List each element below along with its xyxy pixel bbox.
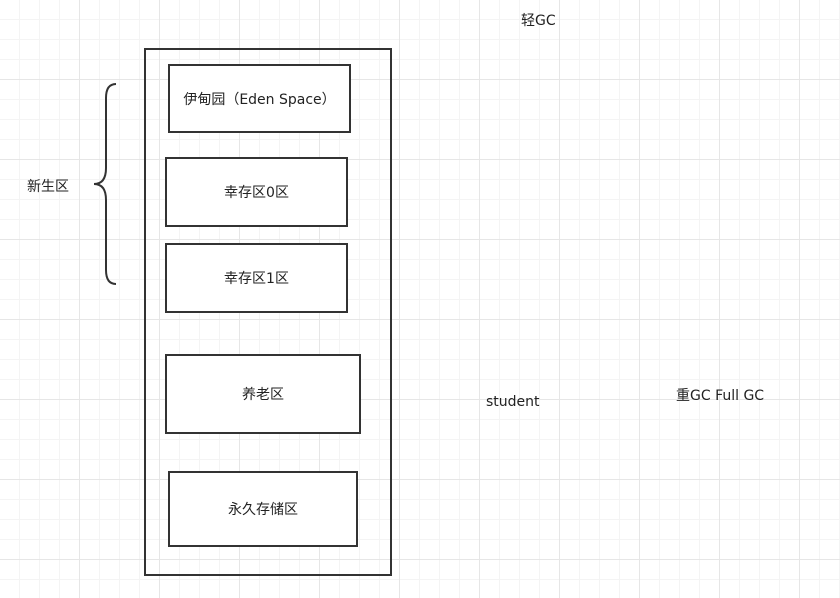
young-generation-label: 新生区 [27,179,69,195]
heap-memory-box [144,48,392,576]
survivor-0-label: 幸存区0区 [224,185,289,201]
curly-brace-icon [93,83,117,285]
eden-space-box: 伊甸园（Eden Space） [168,64,351,133]
permanent-generation-box: 永久存储区 [168,471,358,547]
survivor-1-label: 幸存区1区 [224,271,289,287]
minor-gc-label: 轻GC [521,13,556,29]
old-generation-box: 养老区 [165,354,361,434]
survivor-1-box: 幸存区1区 [165,243,348,313]
old-generation-label: 养老区 [242,387,284,403]
survivor-0-box: 幸存区0区 [165,157,348,227]
permanent-generation-label: 永久存储区 [228,502,298,518]
eden-space-label: 伊甸园（Eden Space） [183,91,336,108]
major-gc-label: 重GC Full GC [676,388,765,404]
student-label: student [486,394,540,410]
